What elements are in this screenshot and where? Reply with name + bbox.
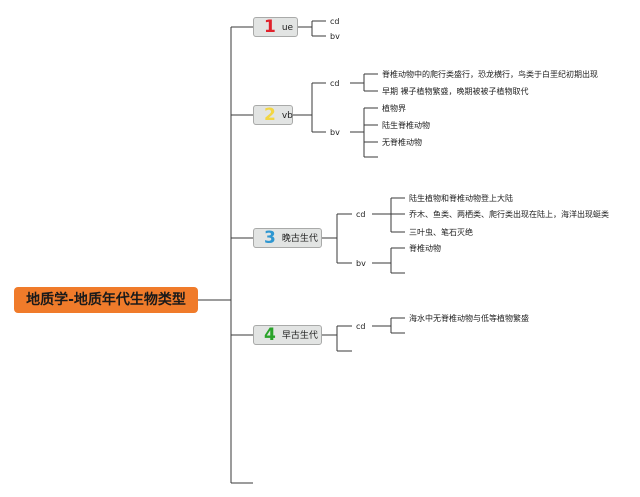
branch-label-bv[interactable]: bv: [330, 128, 340, 137]
era-node-4[interactable]: 4 早古生代: [253, 325, 322, 345]
leaf-item[interactable]: 植物界: [382, 104, 406, 113]
number-icon-3: 3: [264, 228, 276, 248]
branch-label-cd[interactable]: cd: [356, 210, 366, 219]
branch-label-bv[interactable]: bv: [330, 32, 340, 41]
leaf-item[interactable]: 脊椎动物中的爬行类盛行，恐龙横行，鸟类于白垩纪初期出现: [382, 70, 598, 79]
number-icon-4: 4: [264, 325, 276, 345]
leaf-item[interactable]: 早期 裸子植物繁盛，晚期被被子植物取代: [382, 87, 529, 96]
branch-label-cd[interactable]: cd: [330, 17, 340, 26]
branch-label-cd[interactable]: cd: [356, 322, 366, 331]
leaf-item[interactable]: 海水中无脊椎动物与低等植物繁盛: [409, 314, 529, 323]
era-label: 早古生代: [281, 331, 318, 341]
root-node[interactable]: 地质学-地质年代生物类型: [14, 287, 198, 313]
era-label: 晚古生代: [281, 234, 318, 244]
era-label: vb: [281, 111, 293, 121]
era-label: ue: [281, 23, 294, 33]
era-node-2[interactable]: 2 vb: [253, 105, 293, 125]
leaf-item[interactable]: 乔木、鱼类、两栖类、爬行类出现在陆上，海洋出现蜓类: [409, 210, 609, 219]
leaf-item[interactable]: 陆生脊椎动物: [382, 121, 430, 130]
era-node-1[interactable]: 1 ue: [253, 17, 298, 37]
number-icon-1: 1: [264, 17, 276, 37]
branch-label-cd[interactable]: cd: [330, 79, 340, 88]
leaf-item[interactable]: 三叶虫、笔石灭绝: [409, 228, 473, 237]
leaf-item[interactable]: 脊椎动物: [409, 244, 441, 253]
era-node-3[interactable]: 3 晚古生代: [253, 228, 322, 248]
leaf-item[interactable]: 无脊椎动物: [382, 138, 422, 147]
branch-label-bv[interactable]: bv: [356, 259, 366, 268]
number-icon-2: 2: [264, 105, 276, 125]
leaf-item[interactable]: 陆生植物和脊椎动物登上大陆: [409, 194, 513, 203]
